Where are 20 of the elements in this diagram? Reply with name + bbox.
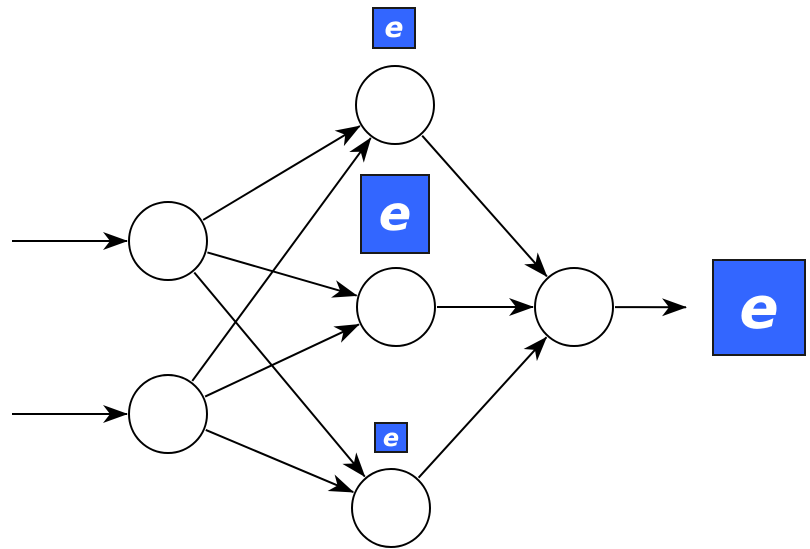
symbol-text: e xyxy=(739,278,779,336)
symbol-tile xyxy=(372,7,416,49)
symbol-text: e xyxy=(382,426,400,450)
arrow xyxy=(194,272,366,478)
symbol-text: e xyxy=(378,190,412,238)
arrow xyxy=(204,324,360,398)
arrow xyxy=(12,232,128,250)
arrow xyxy=(12,405,128,423)
arrow xyxy=(418,336,548,478)
arrow xyxy=(207,251,358,298)
symbol-tile xyxy=(712,259,806,356)
arrow xyxy=(191,137,372,382)
arrow xyxy=(202,125,361,221)
symbol-tile xyxy=(374,422,408,453)
symbol-text: e xyxy=(384,14,404,42)
arrow xyxy=(205,429,354,493)
arrow xyxy=(615,298,687,316)
symbol-tile xyxy=(360,174,430,254)
arrow xyxy=(421,135,548,278)
arrow xyxy=(437,298,534,316)
